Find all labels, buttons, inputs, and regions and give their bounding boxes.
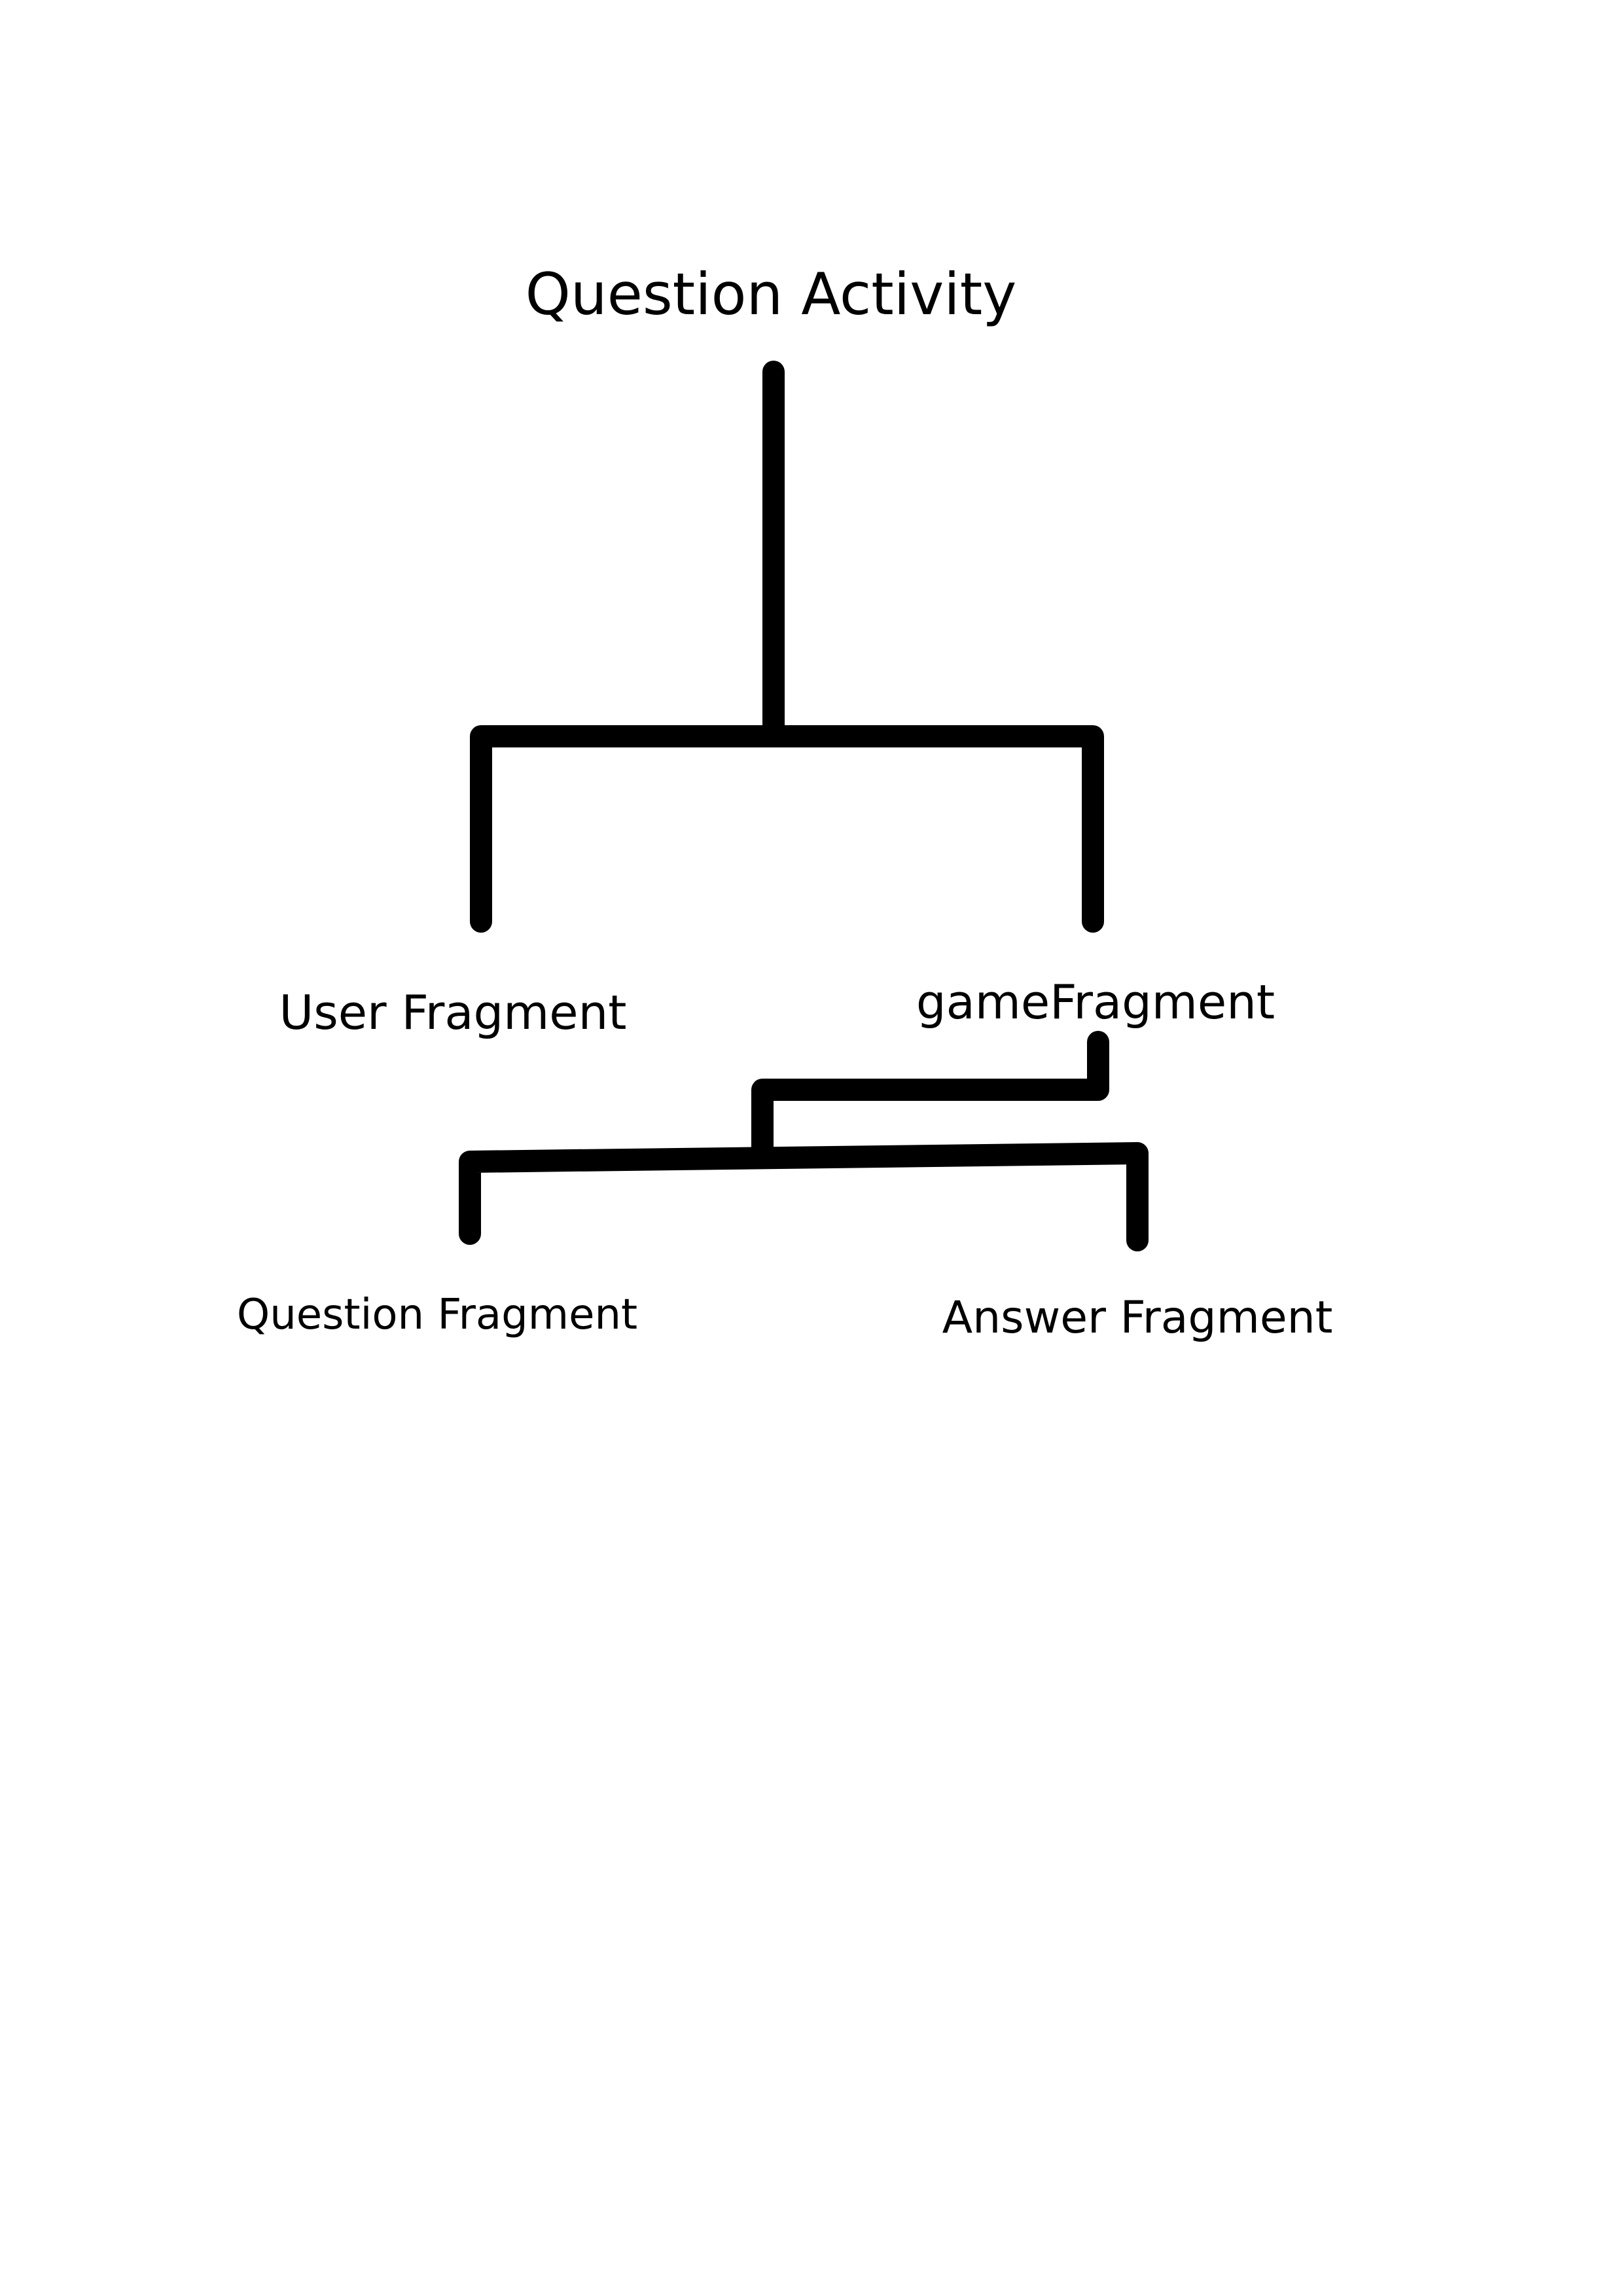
connector-game-elbow — [751, 1031, 1109, 1168]
connector-root-children — [470, 361, 1104, 933]
node-label-user-fragment: User Fragment — [279, 985, 627, 1040]
connector-game-children — [459, 1031, 1149, 1251]
node-label-game-fragment: gameFragment — [916, 975, 1275, 1030]
node-label-answer-fragment: Answer Fragment — [942, 1292, 1333, 1344]
connector-root-bracket — [470, 725, 1104, 933]
node-label-question-activity: Question Activity — [526, 260, 1017, 328]
node-label-question-fragment: Question Fragment — [237, 1291, 637, 1339]
connector-game-bracket — [459, 1142, 1149, 1251]
